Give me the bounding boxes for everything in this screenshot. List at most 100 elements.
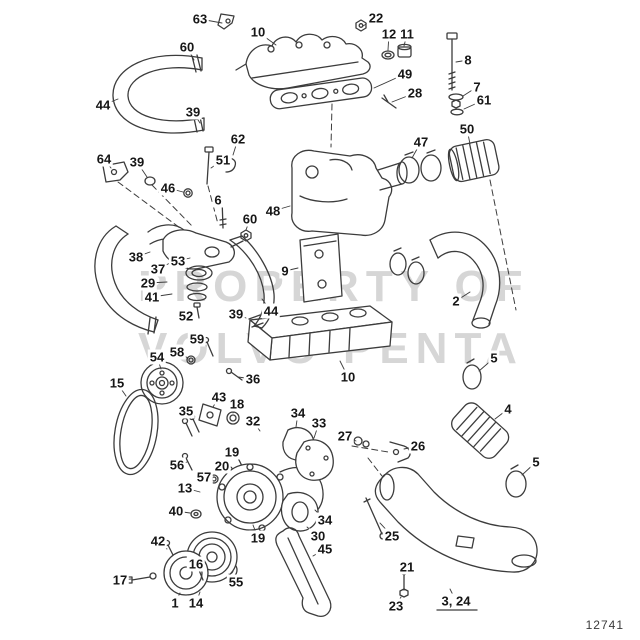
part-callout-36: 36 bbox=[243, 371, 263, 387]
part-exhaust-manifold-bottom bbox=[247, 305, 393, 361]
part-nut-22 bbox=[355, 19, 367, 32]
part-callout-48: 48 bbox=[263, 203, 283, 219]
part-callout-10: 10 bbox=[338, 369, 358, 385]
part-callout-45: 45 bbox=[315, 541, 335, 557]
part-callout-32: 32 bbox=[243, 413, 263, 429]
part-callout-8: 8 bbox=[462, 52, 474, 68]
part-callout-39: 39 bbox=[183, 104, 203, 120]
part-nut-60-mid bbox=[240, 229, 252, 242]
part-hose-38 bbox=[94, 225, 159, 335]
part-exhaust-manifold-top bbox=[235, 33, 371, 90]
part-callout-42: 42 bbox=[148, 533, 168, 549]
part-callout-1: 1 bbox=[169, 595, 181, 611]
figure-number: 12741 bbox=[585, 618, 624, 632]
part-bellows-50 bbox=[447, 139, 500, 183]
part-vbelt-45 bbox=[275, 527, 332, 617]
part-callout-12: 12 bbox=[379, 26, 399, 42]
part-callout-11: 11 bbox=[398, 26, 416, 42]
part-callout-34: 34 bbox=[315, 512, 335, 528]
part-callout-18: 18 bbox=[227, 396, 247, 412]
part-elbow-hose-2 bbox=[429, 231, 501, 329]
part-callout-22: 22 bbox=[366, 10, 386, 26]
part-callout-17: 17 bbox=[110, 572, 130, 588]
part-callout-20: 20 bbox=[212, 458, 232, 474]
part-callout-60: 60 bbox=[177, 39, 197, 55]
part-callout-14: 14 bbox=[186, 595, 206, 611]
part-callout-35: 35 bbox=[176, 403, 196, 419]
part-callout-57: 57 bbox=[194, 469, 214, 485]
part-callout-51: 51 bbox=[213, 152, 233, 168]
part-callout-13: 13 bbox=[175, 480, 195, 496]
part-stud-51 bbox=[204, 146, 214, 185]
part-callout-10: 10 bbox=[248, 24, 268, 40]
part-bracket-64 bbox=[102, 161, 129, 183]
part-callout-41: 41 bbox=[142, 289, 162, 305]
part-callout-29: 29 bbox=[138, 275, 158, 291]
part-callout-39: 39 bbox=[226, 306, 246, 322]
part-callout-7: 7 bbox=[471, 79, 483, 95]
part-clamp-5-upper bbox=[462, 358, 482, 390]
part-washer-7 bbox=[448, 93, 464, 109]
part-clamps-for-hose-2 bbox=[389, 247, 425, 285]
part-callout-52: 52 bbox=[176, 308, 196, 324]
part-bolt-8 bbox=[446, 32, 458, 91]
part-callout-37: 37 bbox=[148, 261, 168, 277]
part-callout-19: 19 bbox=[248, 530, 268, 546]
part-bellows-4 bbox=[451, 402, 510, 459]
part-ring-46 bbox=[183, 188, 193, 198]
part-spacer-9 bbox=[299, 233, 343, 303]
part-callout-33: 33 bbox=[309, 415, 329, 431]
part-callout-27: 27 bbox=[335, 428, 355, 444]
part-callout-19: 19 bbox=[222, 444, 242, 460]
part-clip-62 bbox=[225, 157, 237, 173]
part-callout-28: 28 bbox=[405, 85, 425, 101]
part-callout-23: 23 bbox=[386, 598, 406, 614]
part-bolt-52 bbox=[193, 302, 201, 319]
part-riser-48 bbox=[291, 149, 408, 237]
part-bracket-43 bbox=[198, 403, 222, 427]
part-callout-54: 54 bbox=[147, 349, 167, 365]
part-callout-15: 15 bbox=[107, 375, 127, 391]
part-callout-53: 53 bbox=[168, 253, 188, 269]
part-bolt-36 bbox=[225, 367, 243, 381]
part-stud-28 bbox=[381, 94, 397, 109]
part-callout-61: 61 bbox=[474, 92, 494, 108]
part-callout-46: 46 bbox=[158, 180, 178, 196]
part-clamp-39-mid bbox=[144, 176, 156, 186]
part-callout-62: 62 bbox=[228, 131, 248, 147]
part-fitting-63 bbox=[217, 13, 235, 30]
part-callout-43: 43 bbox=[209, 389, 229, 405]
part-exhaust-pipe-3-24 bbox=[374, 466, 538, 573]
part-callout-30: 30 bbox=[308, 528, 328, 544]
part-callout-6: 6 bbox=[212, 192, 224, 208]
part-callout-44: 44 bbox=[93, 97, 113, 113]
part-callout-4: 4 bbox=[502, 401, 514, 417]
part-callout-44: 44 bbox=[261, 303, 281, 319]
part-callout-3-24: 3, 24 bbox=[439, 593, 473, 609]
part-callout-38: 38 bbox=[126, 249, 146, 265]
part-callout-21: 21 bbox=[397, 559, 417, 575]
part-callout-25: 25 bbox=[382, 528, 402, 544]
part-callout-58: 58 bbox=[167, 344, 187, 360]
part-callout-64: 64 bbox=[94, 151, 114, 167]
part-washer-61 bbox=[450, 108, 464, 116]
part-callout-55: 55 bbox=[226, 574, 246, 590]
part-hose-44-top bbox=[112, 54, 205, 134]
part-washer-40 bbox=[190, 509, 202, 519]
part-callout-16: 16 bbox=[186, 556, 206, 572]
part-callout-5: 5 bbox=[530, 454, 542, 470]
part-callout-59: 59 bbox=[187, 331, 207, 347]
part-callout-50: 50 bbox=[457, 121, 477, 137]
part-callout-9: 9 bbox=[279, 263, 291, 279]
part-clamps-47 bbox=[398, 149, 442, 184]
part-callout-34: 34 bbox=[288, 405, 308, 421]
part-callout-39: 39 bbox=[127, 154, 147, 170]
part-callout-26: 26 bbox=[408, 438, 428, 454]
part-washer-58 bbox=[186, 355, 196, 365]
part-callout-56: 56 bbox=[167, 457, 187, 473]
part-plate-30 bbox=[280, 491, 319, 532]
part-callout-40: 40 bbox=[166, 503, 186, 519]
part-callout-5: 5 bbox=[488, 350, 500, 366]
